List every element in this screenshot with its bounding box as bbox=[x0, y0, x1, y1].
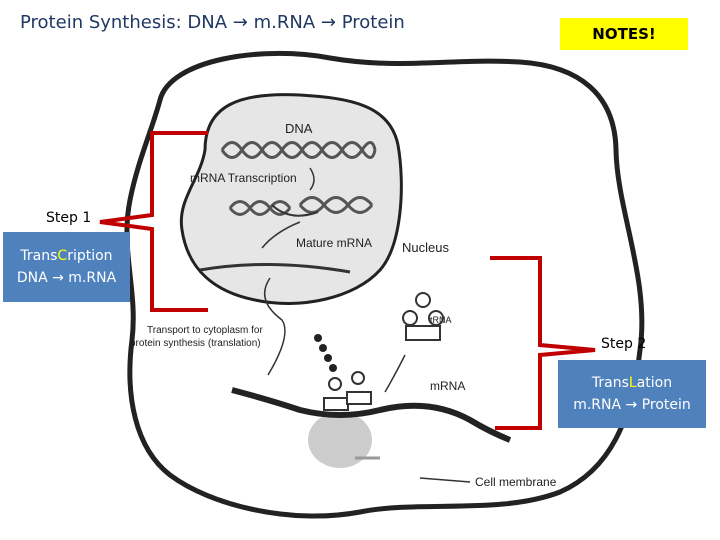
transcription-helix bbox=[228, 196, 374, 217]
label-dna: DNA bbox=[285, 121, 313, 136]
transcription-arrow bbox=[309, 167, 315, 191]
step2-label: Step 2 bbox=[601, 336, 647, 352]
title-part-2: m.RNA bbox=[253, 12, 316, 33]
slide-title: Protein Synthesis: DNA → m.RNA → Protein bbox=[20, 12, 405, 33]
title-part-3: Protein bbox=[341, 12, 405, 33]
ribosome-trnas bbox=[323, 371, 372, 411]
label-mature-mrna: Mature mRNA bbox=[296, 236, 372, 250]
label-transport-line-1: Transport to cytoplasm for bbox=[147, 325, 263, 336]
notes-badge: NOTES! bbox=[560, 18, 688, 50]
title-part-1: Protein Synthesis: DNA bbox=[20, 12, 228, 33]
transcription-box-line-2: DNA → m.RNA bbox=[16, 270, 117, 286]
step1-bracket bbox=[99, 131, 208, 312]
highlight-letter: C bbox=[57, 248, 68, 264]
trna-molecule bbox=[402, 292, 444, 341]
step2-bracket bbox=[490, 256, 596, 430]
mature-mrna-strand bbox=[199, 262, 351, 274]
arrow-icon: → bbox=[320, 12, 336, 33]
translation-box-line-2: m.RNA → Protein bbox=[573, 397, 691, 413]
label-nucleus: Nucleus bbox=[402, 240, 449, 255]
label-cell-membrane: Cell membrane bbox=[475, 475, 557, 489]
ribosome bbox=[308, 412, 372, 468]
step1-label: Step 1 bbox=[46, 210, 92, 226]
maturation-arrow bbox=[261, 221, 301, 249]
arrow-icon: → bbox=[52, 270, 64, 286]
highlight-letter: L bbox=[628, 375, 637, 391]
cytoplasm-mrna-strand bbox=[231, 387, 512, 443]
label-trna: tRNA bbox=[430, 315, 452, 325]
transcription-box: TransCription DNA → m.RNA bbox=[3, 232, 130, 302]
label-mrna: mRNA bbox=[430, 379, 465, 393]
transcription-box-line-1: TransCription bbox=[20, 248, 113, 264]
translation-box: TransLation m.RNA → Protein bbox=[558, 360, 706, 428]
translation-box-line-1: TransLation bbox=[591, 375, 673, 391]
membrane-pointer bbox=[419, 477, 471, 483]
trna-arrow bbox=[384, 354, 406, 393]
arrow-icon: → bbox=[625, 397, 638, 413]
transport-arrow bbox=[263, 277, 286, 376]
label-mrna-transcription: mRNA Transcription bbox=[190, 171, 297, 185]
arrow-icon: → bbox=[232, 12, 248, 33]
polypeptide-chain bbox=[314, 334, 337, 372]
dna-helix bbox=[220, 141, 377, 159]
label-transport-line-2: protein synthesis (translation) bbox=[130, 338, 261, 349]
notes-label: NOTES! bbox=[592, 25, 656, 43]
